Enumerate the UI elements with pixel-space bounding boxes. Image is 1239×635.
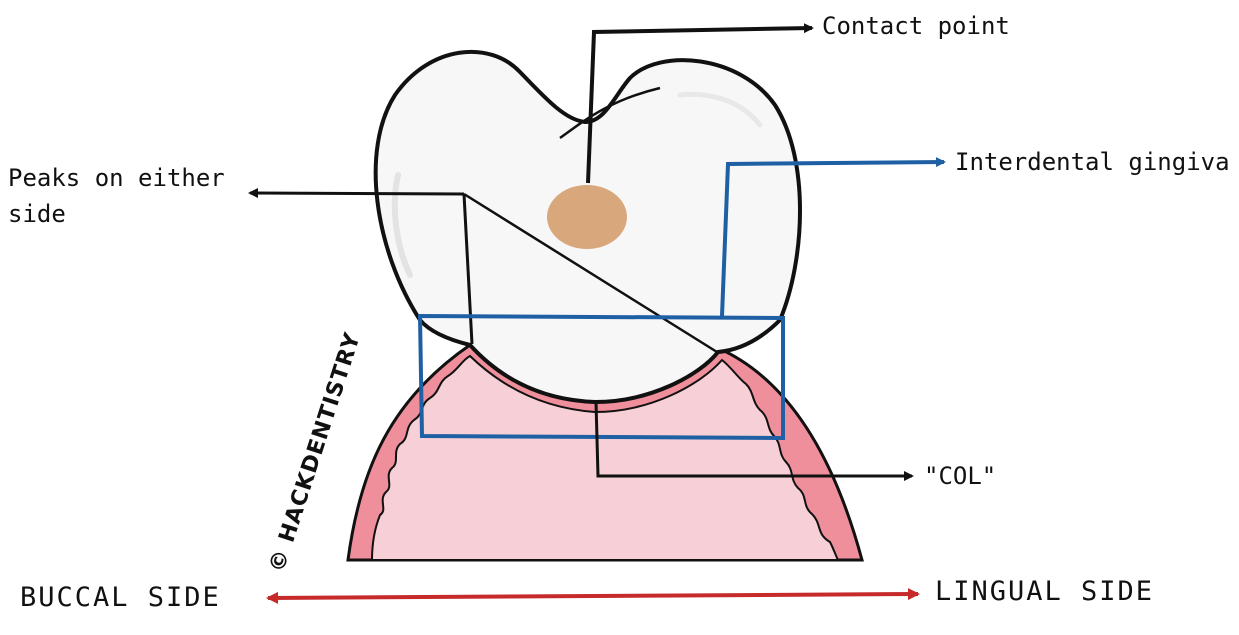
peaks-label: Peaks on either side [8,164,225,228]
col-leader [594,401,914,481]
peaks-leader-arrow [248,188,465,199]
buccal-lingual-arrow [266,588,920,604]
peaks-leader-right [463,192,718,354]
buccal-side-label: BUCCAL SIDE [20,582,221,613]
tooth-highlight-left [391,172,413,278]
peaks-leader-left [462,193,474,345]
contact-point-leader [586,23,814,184]
contact-point-label: Contact point [822,12,1010,40]
tooth-highlight-right [677,91,763,128]
occlusal-groove [559,86,661,140]
contact-point-dot [547,185,627,249]
interdental-box [417,313,785,441]
interdental-leader [720,157,946,317]
lingual-side-label: LINGUAL SIDE [935,576,1155,607]
interdental-gingiva-label: Interdental gingiva [955,148,1230,176]
col-label: "COL" [924,462,997,490]
